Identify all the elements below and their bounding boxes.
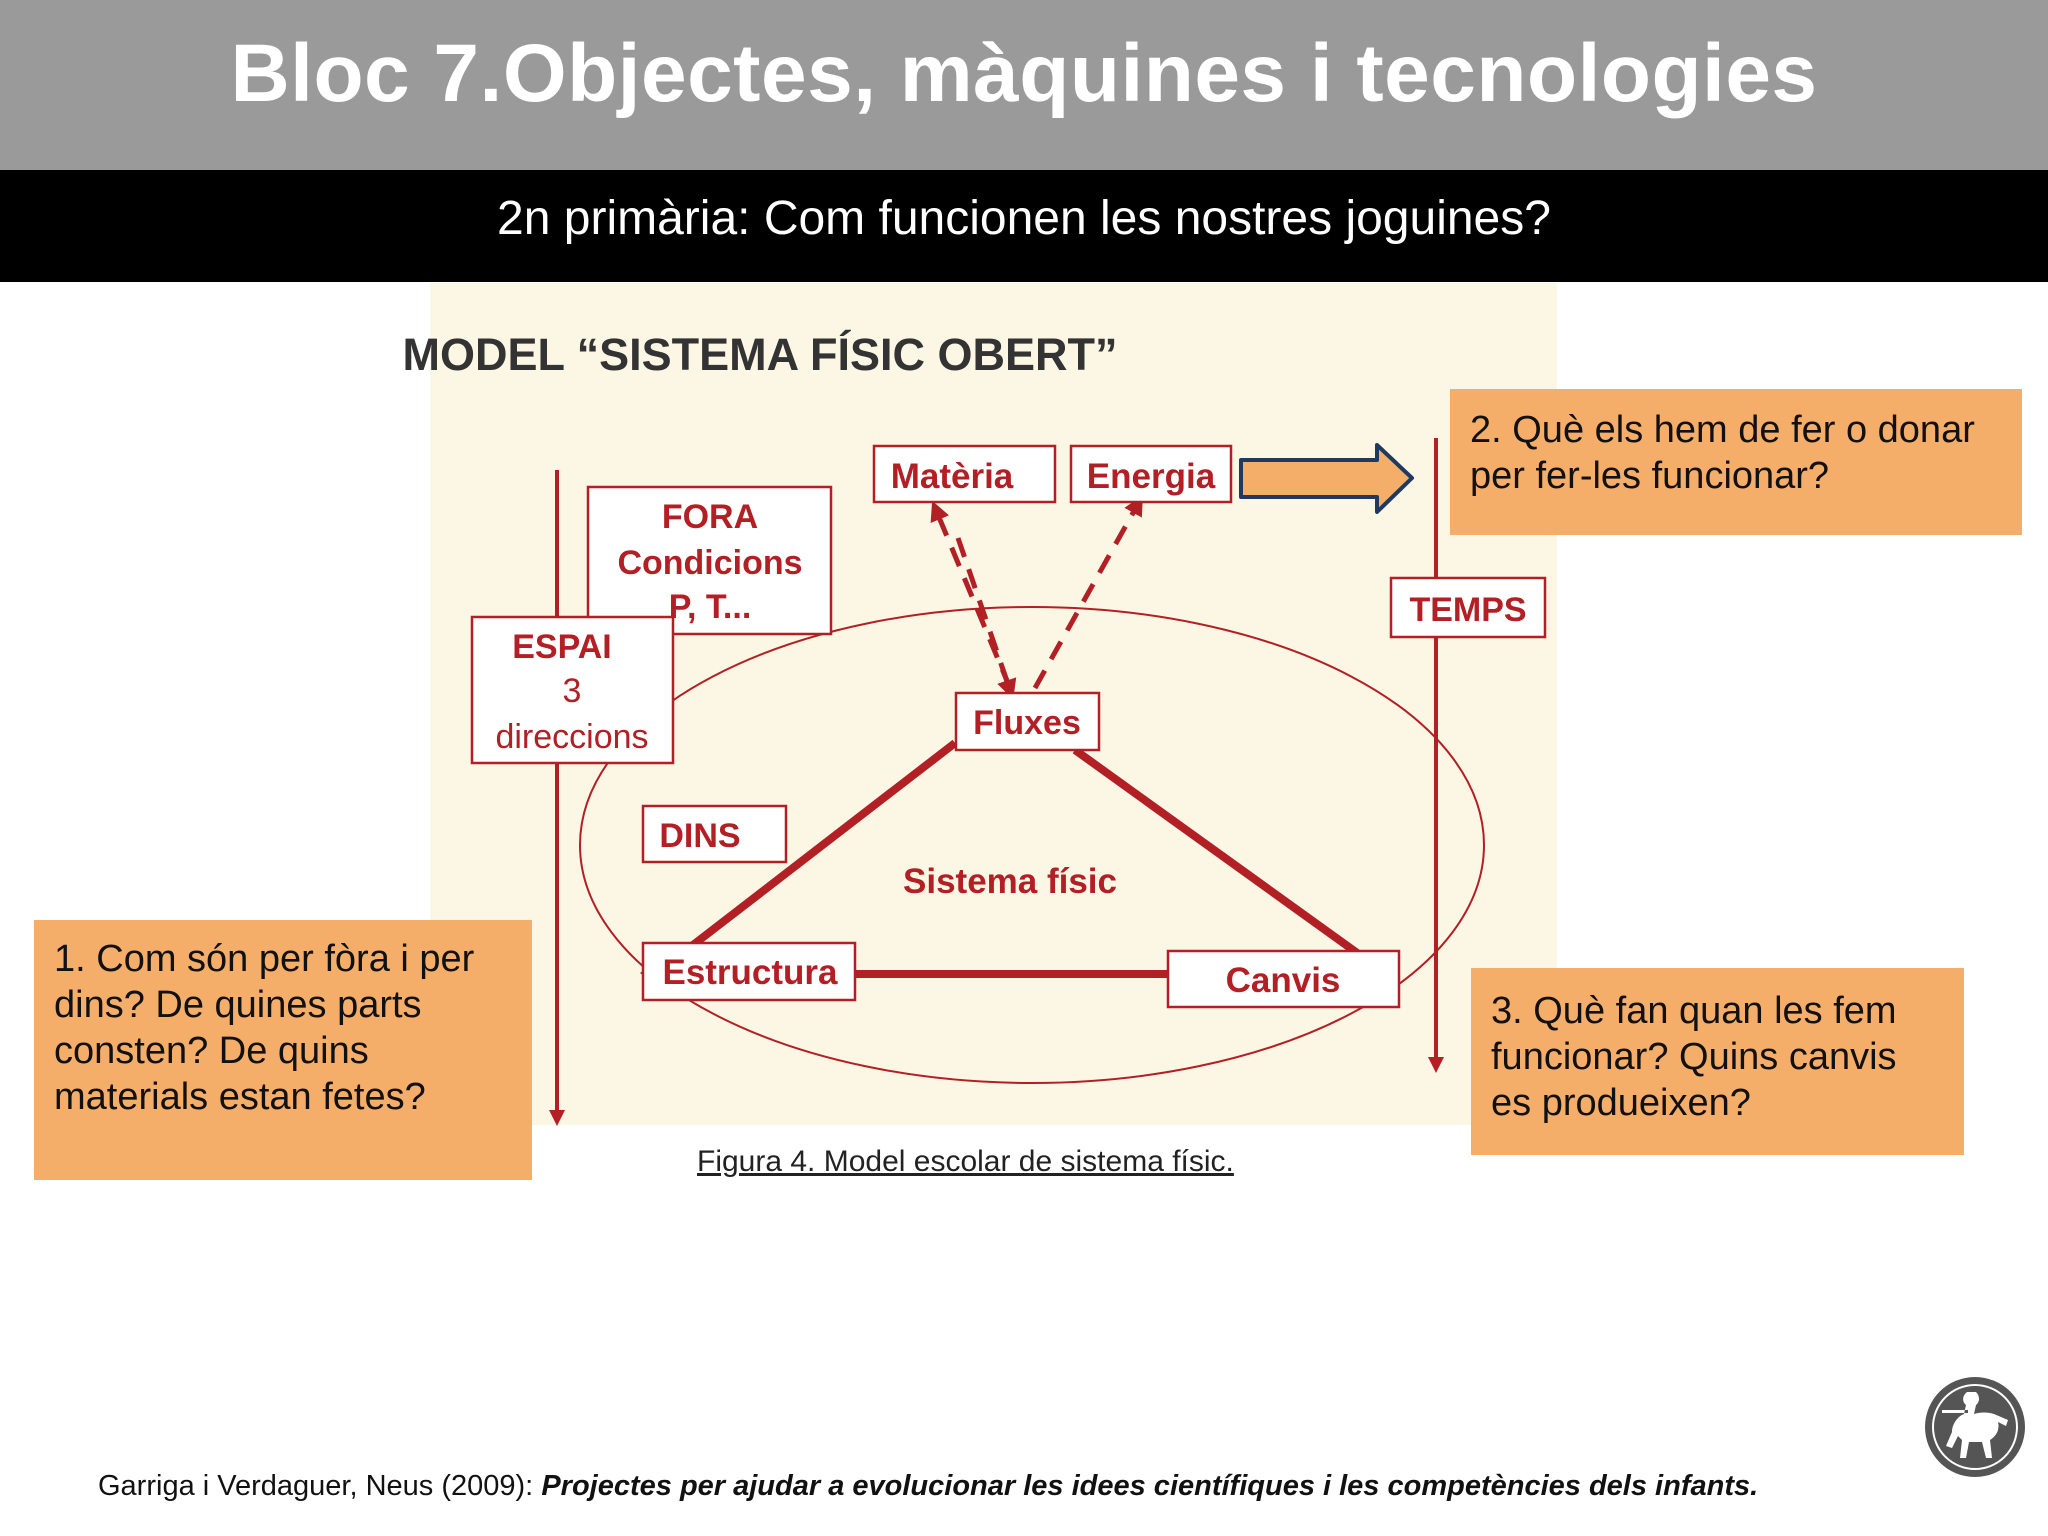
node-estructura: Estructura bbox=[641, 941, 857, 1002]
block-arrow-icon bbox=[1239, 443, 1414, 514]
node-materia: Matèria bbox=[872, 444, 1057, 504]
node-dins: DINS bbox=[641, 804, 788, 864]
node-canvis: Canvis bbox=[1166, 949, 1401, 1009]
node-espai: ESPAI 3 direccions bbox=[470, 615, 675, 765]
node-dins-label: DINS bbox=[659, 817, 740, 855]
figure-caption: Figura 4. Model escolar de sistema físic… bbox=[697, 1145, 1234, 1178]
node-espai-line3: direccions bbox=[495, 718, 648, 756]
dashed-arrow-fluxes-left bbox=[955, 537, 1017, 700]
node-fluxes: Fluxes bbox=[954, 691, 1101, 752]
system-ellipse bbox=[579, 606, 1485, 1084]
node-fora-line3: P, T... bbox=[669, 588, 752, 626]
sistema-fisic-label: Sistema físic bbox=[903, 862, 1117, 901]
node-energia-label: Energia bbox=[1087, 457, 1216, 496]
node-temps: TEMPS bbox=[1389, 576, 1547, 639]
question-box-1: 1. Com són per fòra i per dins? De quine… bbox=[34, 920, 532, 1180]
node-espai-line2: 3 bbox=[563, 672, 582, 710]
reference-author: Garriga i Verdaguer, Neus (2009): bbox=[98, 1470, 542, 1502]
node-temps-label: TEMPS bbox=[1409, 591, 1526, 629]
dashed-arrow-energia bbox=[1032, 495, 1143, 690]
title-bar: Bloc 7.Objectes, màquines i tecnologies bbox=[0, 0, 2048, 170]
reference-citation: Garriga i Verdaguer, Neus (2009): Projec… bbox=[98, 1470, 1758, 1503]
node-energia: Energia bbox=[1069, 444, 1233, 504]
subtitle-bar: 2n primària: Com funcionen les nostres j… bbox=[0, 170, 2048, 282]
triangle-left-edge bbox=[677, 739, 958, 959]
centaur-logo-icon bbox=[1925, 1377, 2025, 1477]
node-fora: FORA Condicions P, T... bbox=[586, 485, 833, 636]
question-box-3: 3. Què fan quan les fem funcionar? Quins… bbox=[1471, 968, 1964, 1155]
node-canvis-label: Canvis bbox=[1226, 961, 1341, 1000]
node-espai-line1: ESPAI bbox=[512, 628, 612, 666]
slide-title: Bloc 7.Objectes, màquines i tecnologies bbox=[230, 28, 1818, 119]
node-estructura-label: Estructura bbox=[662, 953, 838, 992]
node-fluxes-label: Fluxes bbox=[973, 704, 1081, 742]
question-box-2: 2. Què els hem de fer o donar per fer-le… bbox=[1450, 389, 2022, 535]
diagram-heading: MODEL “SISTEMA FÍSIC OBERT” bbox=[402, 329, 1117, 380]
node-fora-line2: Condicions bbox=[617, 544, 802, 582]
node-fora-line1: FORA bbox=[662, 498, 758, 536]
slide-subtitle: 2n primària: Com funcionen les nostres j… bbox=[497, 191, 1551, 245]
node-materia-label: Matèria bbox=[891, 457, 1014, 496]
triangle-right-edge bbox=[1072, 746, 1363, 959]
reference-work: Projectes per ajudar a evolucionar les i… bbox=[541, 1470, 1759, 1502]
